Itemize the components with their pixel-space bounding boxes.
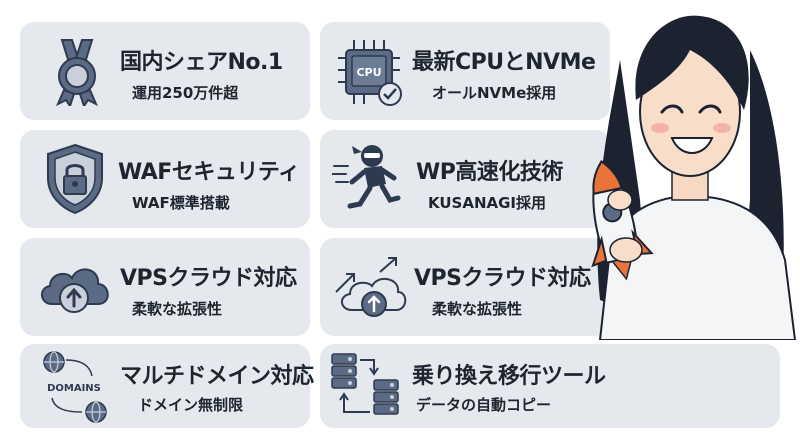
feature-title: 最新CPUとNVMe bbox=[412, 50, 596, 75]
cpu-chip-label: CPU bbox=[356, 66, 381, 79]
feature-subtitle: データの自動コピー bbox=[416, 396, 552, 414]
feature-title: マルチドメイン対応 bbox=[120, 364, 314, 389]
running-ninja-icon bbox=[332, 145, 401, 209]
feature-subtitle: KUSANAGI採用 bbox=[428, 194, 547, 212]
feature-subtitle: 柔軟な拡張性 bbox=[132, 300, 223, 318]
feature-subtitle: ドメイン無制限 bbox=[138, 396, 244, 414]
feature-card-market-share: 国内シェアNo.1 運用250万件超 bbox=[20, 22, 310, 120]
feature-card-vps-cloud-scale: VPSクラウド対応 柔軟な拡張性 bbox=[320, 238, 610, 336]
feature-card-migration-tool: 乗り換え移行ツール データの自動コピー bbox=[320, 344, 780, 428]
feature-card-waf: WAFセキュリティ WAF標準搭載 bbox=[20, 130, 310, 228]
cpu-chip-icon: CPU bbox=[338, 40, 402, 106]
feature-subtitle: オールNVMe採用 bbox=[432, 84, 557, 102]
feature-title: 国内シェアNo.1 bbox=[120, 50, 283, 75]
server-migration-icon bbox=[331, 353, 399, 415]
feature-card-cpu-nvme: CPU 最新CPUとNVMe オールNVMe採用 bbox=[320, 22, 610, 120]
feature-title: VPSクラウド対応 bbox=[414, 266, 591, 291]
feature-card-wp-speed: WP高速化技術 KUSANAGI採用 bbox=[320, 130, 610, 228]
feature-card-vps-cloud: VPSクラウド対応 柔軟な拡張性 bbox=[20, 238, 310, 336]
feature-subtitle: 柔軟な拡張性 bbox=[432, 300, 523, 318]
feature-card-multi-domain: DOMAINS マルチドメイン対応 ドメイン無制限 bbox=[20, 344, 314, 428]
domains-label: DOMAINS bbox=[47, 383, 101, 394]
feature-subtitle: 運用250万件超 bbox=[132, 84, 239, 102]
shield-lock-icon bbox=[47, 143, 103, 215]
mascot-girl-with-rocket-illustration bbox=[591, 15, 797, 340]
feature-title: WAFセキュリティ bbox=[118, 160, 300, 185]
domains-globe-icon: DOMAINS bbox=[43, 351, 107, 423]
feature-title: WP高速化技術 bbox=[416, 160, 563, 185]
feature-subtitle: WAF標準搭載 bbox=[132, 194, 230, 212]
feature-title: 乗り換え移行ツール bbox=[412, 364, 606, 389]
award-medal-icon bbox=[56, 39, 98, 106]
cloud-upload-icon bbox=[41, 268, 109, 313]
feature-title: VPSクラウド対応 bbox=[120, 266, 297, 291]
cloud-scale-icon bbox=[335, 257, 407, 317]
